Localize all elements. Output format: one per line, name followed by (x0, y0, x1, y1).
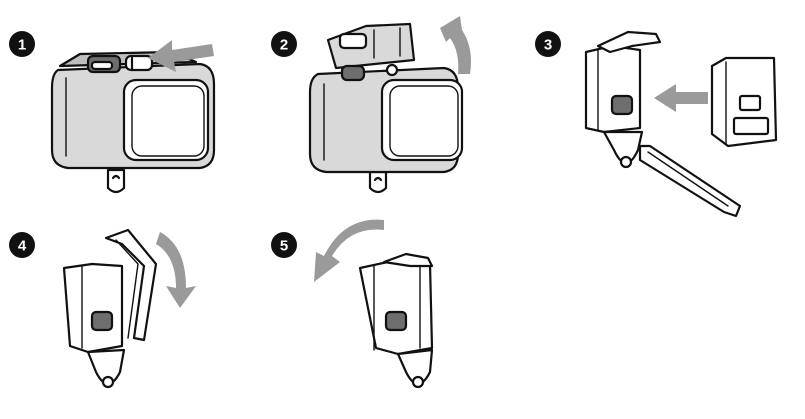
step-4-badge: 4 (9, 232, 35, 258)
step-2-illustration (310, 24, 462, 192)
step-3: 3 (535, 31, 776, 216)
step-4: 4 (9, 230, 196, 387)
step-2-badge: 2 (271, 31, 297, 57)
step-1: 1 (9, 31, 214, 192)
step-1-number: 1 (18, 37, 26, 54)
step-3-badge: 3 (535, 31, 561, 57)
step-2-number: 2 (280, 37, 288, 54)
step-2-rotate-arrow (440, 16, 471, 74)
step-5-illustration (360, 254, 432, 387)
step-3-number: 3 (544, 37, 552, 54)
step-4-number: 4 (18, 238, 27, 255)
step-4-illustration (64, 230, 156, 387)
step-5-number: 5 (280, 238, 288, 255)
step-5: 5 (271, 220, 432, 387)
step-2: 2 (271, 16, 471, 192)
step-5-badge: 5 (271, 232, 297, 258)
step-1-badge: 1 (9, 31, 35, 57)
step-3-insert-arrow (654, 84, 708, 112)
step-3-illustration (586, 32, 776, 216)
step-4-close-arrow (156, 232, 196, 308)
step-1-illustration (52, 52, 214, 192)
